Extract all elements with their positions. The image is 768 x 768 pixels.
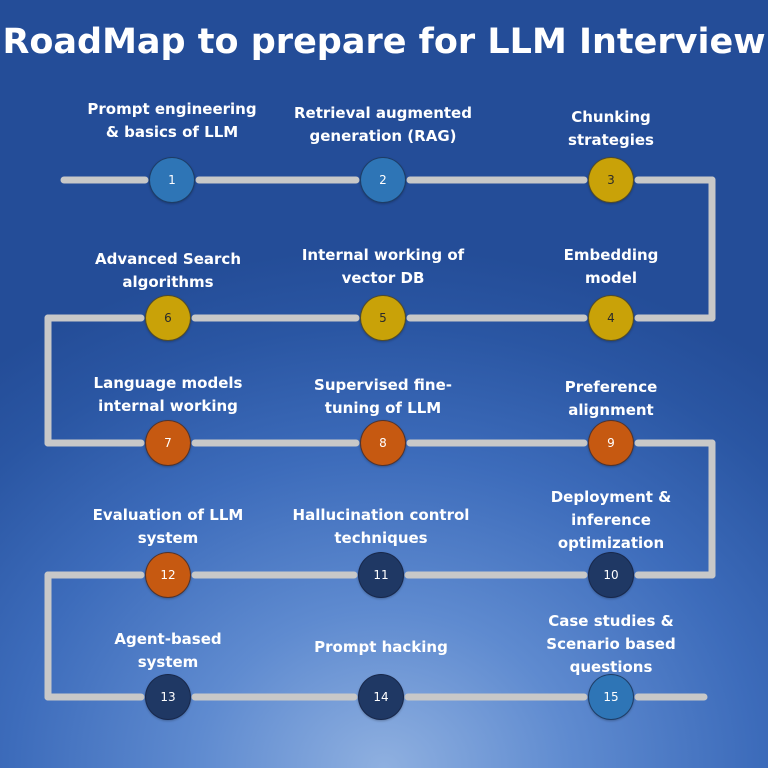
step-label-line: generation (RAG) xyxy=(309,127,457,145)
step-label-line: Evaluation of LLM xyxy=(92,506,244,524)
step-label-line: Scenario based xyxy=(546,635,676,653)
step-label-5: Internal working of vector DB xyxy=(273,244,493,290)
step-node-5: 5 xyxy=(360,295,406,341)
step-label-line: & basics of LLM xyxy=(105,123,239,141)
step-label-line: Prompt engineering xyxy=(87,100,257,118)
step-label-line: optimization xyxy=(557,534,665,552)
step-label-line: strategies xyxy=(568,131,654,149)
step-label-10: Deployment & inference optimization xyxy=(501,486,721,555)
step-label-line: system xyxy=(137,529,199,547)
step-label-line: Prompt hacking xyxy=(314,638,448,656)
step-node-15: 15 xyxy=(588,674,634,720)
step-label-line: system xyxy=(137,653,199,671)
step-label-9: Preference alignment xyxy=(501,376,721,422)
step-label-13: Agent-based system xyxy=(58,628,278,674)
step-label-line: algorithms xyxy=(122,273,214,291)
step-node-1: 1 xyxy=(149,157,195,203)
step-label-6: Advanced Search algorithms xyxy=(58,248,278,294)
step-node-13: 13 xyxy=(145,674,191,720)
page-title: RoadMap to prepare for LLM Interview xyxy=(2,22,766,62)
step-label-7: Language models internal working xyxy=(58,372,278,418)
step-label-3: Chunking strategies xyxy=(501,106,721,152)
step-label-line: Retrieval augmented xyxy=(294,104,472,122)
step-label-15: Case studies & Scenario based questions xyxy=(501,610,721,679)
step-label-line: inference xyxy=(571,511,651,529)
step-label-line: questions xyxy=(569,658,653,676)
step-label-2: Retrieval augmented generation (RAG) xyxy=(273,102,493,148)
step-label-line: tuning of LLM xyxy=(324,399,442,417)
step-label-line: Embedding xyxy=(563,246,659,264)
step-label-line: Language models xyxy=(93,374,243,392)
step-label-14: Prompt hacking xyxy=(271,636,491,659)
step-label-line: alignment xyxy=(568,401,654,419)
step-node-2: 2 xyxy=(360,157,406,203)
step-label-line: Hallucination control xyxy=(292,506,470,524)
step-node-8: 8 xyxy=(360,420,406,466)
step-node-7: 7 xyxy=(145,420,191,466)
step-label-line: Internal working of xyxy=(301,246,465,264)
step-node-3: 3 xyxy=(588,157,634,203)
step-label-line: Advanced Search xyxy=(94,250,241,268)
step-node-6: 6 xyxy=(145,295,191,341)
step-label-12: Evaluation of LLM system xyxy=(58,504,278,550)
step-label-line: Deployment & xyxy=(550,488,672,506)
step-node-4: 4 xyxy=(588,295,634,341)
step-label-line: Agent-based xyxy=(114,630,222,648)
step-label-line: vector DB xyxy=(341,269,425,287)
step-node-12: 12 xyxy=(145,552,191,598)
step-label-line: internal working xyxy=(98,397,238,415)
step-label-line: Supervised fine- xyxy=(314,376,452,394)
step-label-11: Hallucination control techniques xyxy=(271,504,491,550)
step-label-4: Embedding model xyxy=(501,244,721,290)
step-node-14: 14 xyxy=(358,674,404,720)
step-node-11: 11 xyxy=(358,552,404,598)
step-node-10: 10 xyxy=(588,552,634,598)
step-label-line: Case studies & xyxy=(548,612,674,630)
step-label-1: Prompt engineering & basics of LLM xyxy=(62,98,282,144)
step-node-9: 9 xyxy=(588,420,634,466)
step-label-line: Preference xyxy=(564,378,658,396)
step-label-line: model xyxy=(585,269,637,287)
step-label-8: Supervised fine-tuning of LLM xyxy=(273,374,493,420)
step-label-line: techniques xyxy=(334,529,428,547)
step-label-line: Chunking xyxy=(571,108,651,126)
